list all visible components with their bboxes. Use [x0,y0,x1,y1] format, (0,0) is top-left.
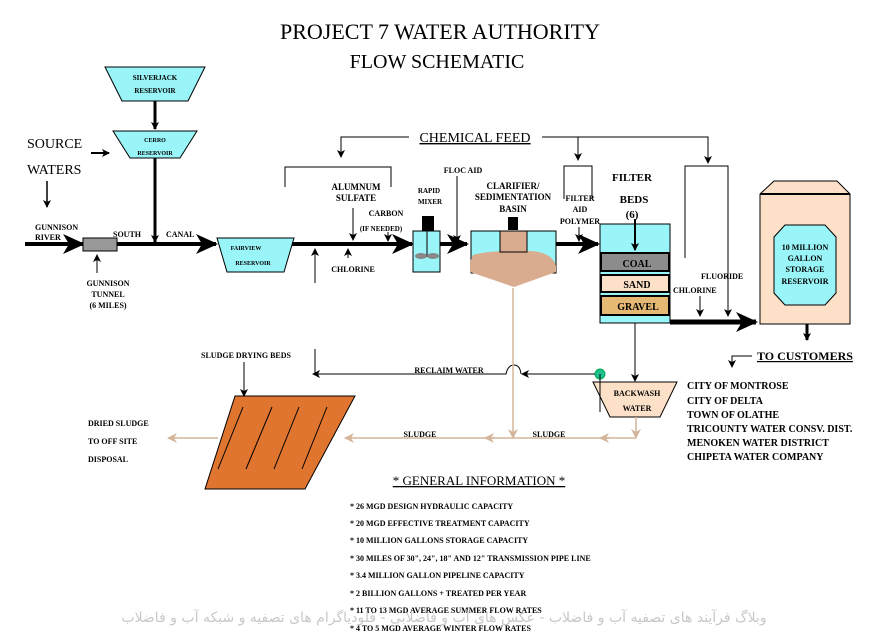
mixer-blade-right [427,253,439,259]
coal-label: COAL [623,259,652,270]
backwash-water-tank [592,381,678,418]
watermark-text: وبلاگ فرآیند های تصفیه آب و فاضلاب - عکس… [121,608,766,626]
clarifier-drive [508,217,518,230]
silverjack-label2: RESERVOIR [134,87,176,95]
silverjack-label1: SILVERJACK [133,74,178,82]
general-info-item: * 20 MGD EFFECTIVE TREATMENT CAPACITY [350,519,530,528]
fluoride-label: FLUORIDE [701,272,743,281]
floc-aid-label: FLOC AID [444,166,483,175]
dried-sludge-label3: DISPOSAL [88,455,128,464]
tunnel-label3: (6 MILES) [89,301,126,310]
filter-beds-label2: BEDS [620,194,649,206]
customer-item: CITY OF MONTROSE [687,381,789,392]
gunnison-tunnel [82,237,118,252]
general-info-item: * 2 BILLION GALLONS + TREATED PER YEAR [350,589,526,598]
source-label2: WATERS [27,163,81,178]
carbon-label: CARBON [369,209,404,218]
filter-layer-coal [600,252,670,272]
customer-list: CITY OF MONTROSE CITY OF DELTA TOWN OF O… [687,381,853,463]
filter-beds-label1: FILTER [612,172,653,184]
cerro-reservoir [112,130,198,159]
clarifier-label3: BASIN [499,204,527,214]
customer-item: CHIPETA WATER COMPANY [687,452,824,463]
clarifier-sludge [470,250,556,287]
fairview-label1: FAIRVIEW [231,246,262,252]
storage-label3: STORAGE [786,265,825,274]
to-customers-arrow [728,355,752,368]
customer-item: TRICOUNTY WATER CONSV. DIST. [687,424,853,435]
alum-label1: ALUMNUM [332,182,381,192]
filter-aid-bracket [563,165,593,199]
to-customers-label: TO CUSTOMERS [757,349,853,363]
canal-label: CANAL [166,230,194,239]
gravel-label: GRAVEL [617,302,659,313]
tunnel-label1: GUNNISON [86,279,129,288]
south-label: SOUTH [113,230,142,239]
sludge-label1: SLUDGE [404,430,437,439]
backwash-label1: BACKWASH [614,389,661,398]
title-line2: FLOW SCHEMATIC [350,51,525,73]
chemical-feed-label: CHEMICAL FEED [419,131,530,146]
filter-layer-sand [600,274,670,293]
filter-aid-label1: FILTER [565,194,594,203]
clarifier-label1: CLARIFIER/ [486,181,540,191]
customer-item: TOWN OF OLATHE [687,410,779,421]
filter-aid-label2: AID [573,205,588,214]
rapid-mixer-motor [422,216,434,231]
chlorine-fluoride-bracket [684,165,729,258]
reclaim-water-label: RECLAIM WATER [414,366,483,375]
general-info-item: * 30 MILES OF 30", 24", 18" AND 12" TRAN… [350,554,591,563]
alum-label2: SULFATE [336,193,376,203]
filter-beds-label3: (6) [626,209,639,221]
tunnel-label2: TUNNEL [91,290,124,299]
silverjack-reservoir [104,66,206,102]
sand-label: SAND [623,280,650,291]
general-info-list: * 26 MGD DESIGN HYDRAULIC CAPACITY * 20 … [350,502,591,633]
sludge-drying-beds [204,395,356,490]
source-label1: SOURCE [27,137,82,152]
storage-label1: 10 MILLION [782,243,829,252]
chlorine-label1: CHLORINE [331,265,375,274]
customer-item: MENOKEN WATER DISTRICT [687,438,829,449]
storage-label4: RESERVOIR [781,277,828,286]
title-line1: PROJECT 7 WATER AUTHORITY [280,19,600,44]
alum-bracket [284,166,392,187]
general-info-item: * 10 MILLION GALLONS STORAGE CAPACITY [350,536,528,545]
drying-bed-divider [301,406,328,470]
clarifier-center-well [499,230,528,253]
chemical-feed-left-branch [337,136,409,158]
gunnison-river-label1: GUNNISON [35,223,78,232]
sludge-label2: SLUDGE [533,430,566,439]
gunnison-river-label2: RIVER [35,233,61,242]
fairview-reservoir [216,237,295,273]
general-info-item: * 26 MGD DESIGN HYDRAULIC CAPACITY [350,502,513,511]
customer-item: CITY OF DELTA [687,396,764,407]
general-info-item: * 11 TO 13 MGD AVERAGE SUMMER FLOW RATES [350,606,542,615]
filter-aid-label3: POLYMER [560,217,600,226]
drying-bed-divider [217,406,244,470]
clarifier-label2: SEDIMENTATION [475,192,552,202]
reclaim-line-left [314,349,522,375]
rapid-mixer-label2: MIXER [418,198,443,206]
filter-layer-gravel [600,295,670,316]
if-needed-label: (IF NEEDED) [360,225,403,233]
cerro-label1: CERRO [144,138,166,144]
mixer-blade-left [415,253,427,259]
fairview-label2: RESERVOIR [235,261,271,267]
general-info-heading: * GENERAL INFORMATION * [393,473,566,488]
backwash-label2: WATER [623,404,652,413]
general-info-item: * 3.4 MILLION GALLON PIPELINE CAPACITY [350,571,525,580]
general-info-item: * 4 TO 5 MGD AVERAGE WINTER FLOW RATES [350,624,531,633]
dried-sludge-label1: DRIED SLUDGE [88,419,149,428]
chlorine-label2: CHLORINE [673,286,717,295]
drying-beds-label: SLUDGE DRYING BEDS [201,351,292,360]
drying-bed-divider [273,406,300,470]
chemical-feed-right-branch [542,136,712,164]
dried-sludge-label2: TO OFF SITE [88,437,137,446]
drying-bed-divider [245,406,273,470]
rapid-mixer-label1: RAPID [418,187,440,195]
cerro-label2: RESERVOIR [137,151,173,157]
storage-label2: GALLON [788,254,823,263]
storage-inner-octagon [773,224,837,306]
